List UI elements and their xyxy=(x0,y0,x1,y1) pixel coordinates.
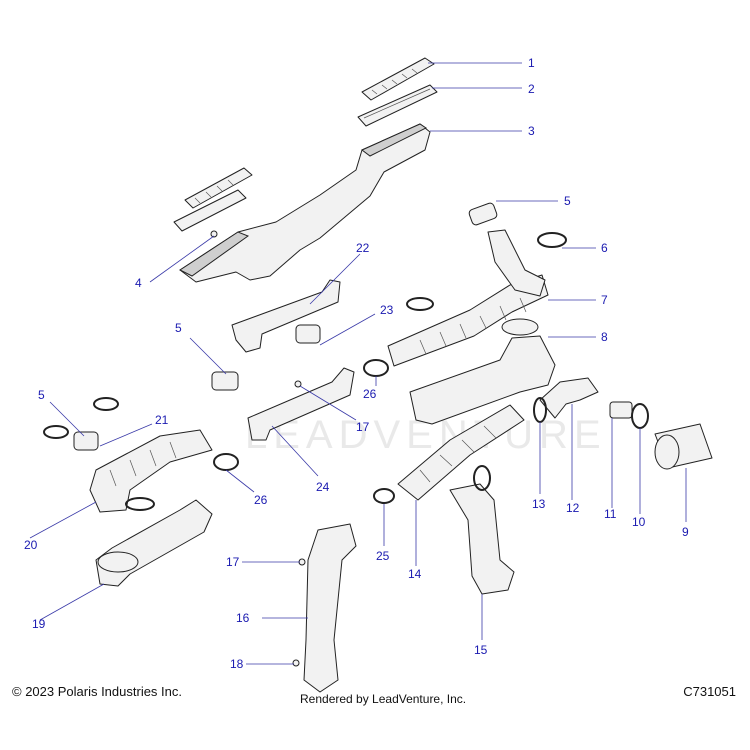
callout-6: 6 xyxy=(601,241,608,255)
diagram-code: C731051 xyxy=(683,684,736,699)
part-9-air-filter[interactable] xyxy=(654,423,713,470)
callout-17-lower: 17 xyxy=(226,555,240,569)
callout-20: 20 xyxy=(24,538,38,552)
part-10-clamp[interactable] xyxy=(631,403,649,429)
part-2-seal[interactable] xyxy=(357,84,438,127)
part-6-clamp[interactable] xyxy=(537,232,567,248)
part-22-duct[interactable] xyxy=(231,279,341,353)
part-5-coupler-mid[interactable] xyxy=(295,324,321,344)
part-26-clamp-b[interactable] xyxy=(213,453,239,471)
part-5-coupler-left[interactable] xyxy=(211,371,239,391)
callout-1: 1 xyxy=(528,56,535,70)
callout-22: 22 xyxy=(356,241,370,255)
clamp-lower-left[interactable] xyxy=(125,497,155,511)
part-12-elbow[interactable] xyxy=(539,377,599,419)
part-1-grille[interactable] xyxy=(361,57,435,101)
clamp-left[interactable] xyxy=(43,425,69,439)
callout-5-top: 5 xyxy=(564,194,571,208)
callout-25: 25 xyxy=(376,549,390,563)
part-5-coupler-top[interactable] xyxy=(468,202,498,226)
part-2-seal-left[interactable] xyxy=(173,189,247,232)
callout-labels: 1 2 3 4 5 5 5 6 7 8 9 10 11 12 13 14 15 … xyxy=(24,56,689,671)
part-7-hose[interactable] xyxy=(387,229,549,367)
part-16-tall-duct[interactable] xyxy=(303,523,357,693)
callout-5-mid: 5 xyxy=(175,321,182,335)
callout-5-left: 5 xyxy=(38,388,45,402)
callout-19: 19 xyxy=(32,617,46,631)
rendered-by-text: Rendered by LeadVenture, Inc. xyxy=(300,692,467,706)
part-3-main-duct[interactable] xyxy=(178,123,431,283)
callout-17-upper: 17 xyxy=(356,420,370,434)
clamp-upper-mid[interactable] xyxy=(406,297,434,311)
callout-2: 2 xyxy=(528,82,535,96)
part-8-elbow-duct[interactable] xyxy=(409,318,556,425)
callout-14: 14 xyxy=(408,567,422,581)
callout-26-left: 26 xyxy=(254,493,268,507)
callout-10: 10 xyxy=(632,515,646,529)
callout-7: 7 xyxy=(601,293,608,307)
callout-24: 24 xyxy=(316,480,330,494)
part-15-vertical-duct[interactable] xyxy=(449,483,515,595)
leader-lines xyxy=(29,62,687,665)
part-19-elbow-duct[interactable] xyxy=(95,499,213,587)
callout-13: 13 xyxy=(532,497,546,511)
part-4-screw[interactable] xyxy=(210,230,218,238)
callout-15: 15 xyxy=(474,643,488,657)
callout-16: 16 xyxy=(236,611,250,625)
callout-4: 4 xyxy=(135,276,142,290)
part-17-screw-a[interactable] xyxy=(294,380,302,388)
part-14-hose[interactable] xyxy=(397,404,525,501)
callout-18: 18 xyxy=(230,657,244,671)
clamp-left-top[interactable] xyxy=(93,397,119,411)
part-26-clamp-a[interactable] xyxy=(363,359,389,377)
callout-3: 3 xyxy=(528,124,535,138)
part-18-screw[interactable] xyxy=(292,659,300,667)
part-20-hose[interactable] xyxy=(89,429,213,513)
callout-9: 9 xyxy=(682,525,689,539)
part-5-coupler-far-left[interactable] xyxy=(73,431,99,451)
part-25-clamp[interactable] xyxy=(373,488,395,504)
part-1-grille-left[interactable] xyxy=(184,167,253,209)
callout-8: 8 xyxy=(601,330,608,344)
copyright-text: © 2023 Polaris Industries Inc. xyxy=(12,684,182,699)
part-24-duct[interactable] xyxy=(247,367,355,441)
callout-11: 11 xyxy=(604,507,617,521)
part-11-coupler[interactable] xyxy=(609,401,633,419)
callout-21: 21 xyxy=(155,413,169,427)
callout-12: 12 xyxy=(566,501,580,515)
callout-23: 23 xyxy=(380,303,394,317)
callout-26-right: 26 xyxy=(363,387,377,401)
clamp-right-mid[interactable] xyxy=(473,465,491,491)
